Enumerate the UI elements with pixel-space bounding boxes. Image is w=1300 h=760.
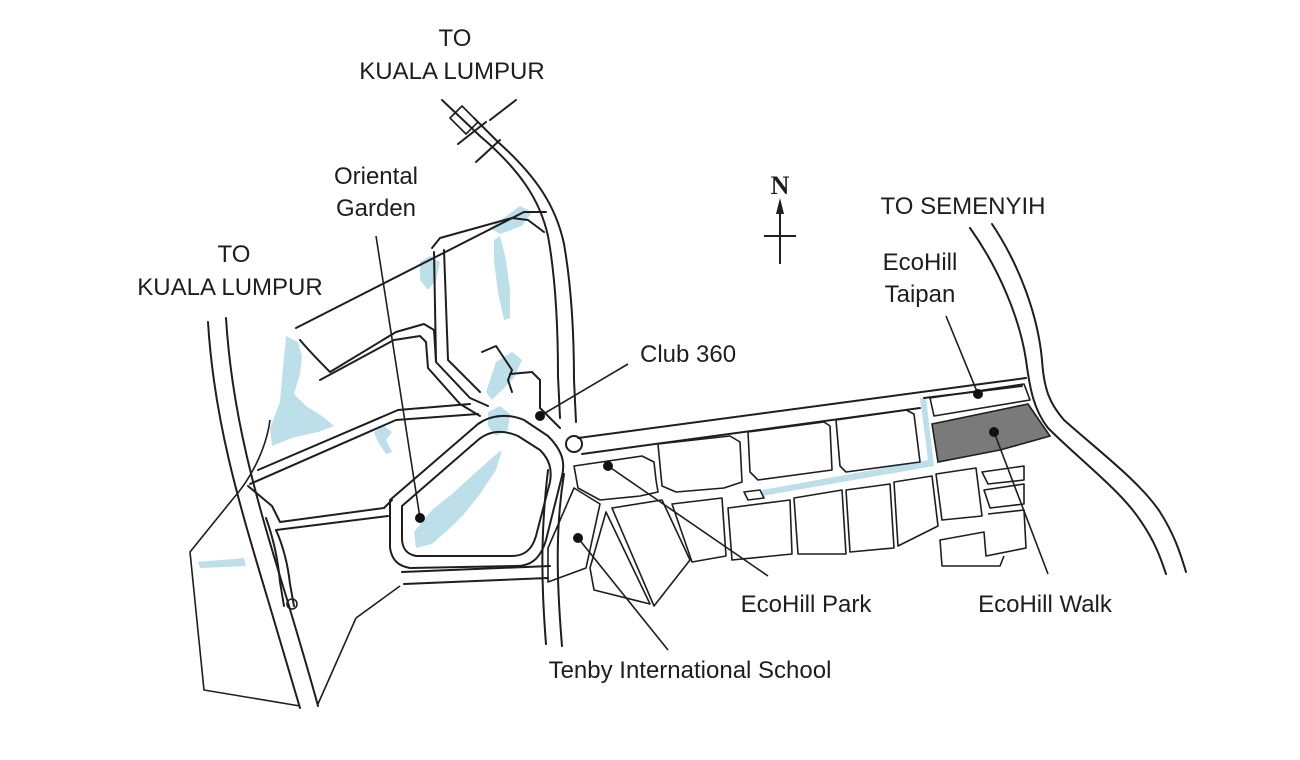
ecohill-walk-marker — [989, 427, 999, 437]
label-oriental-garden-line1: Oriental — [334, 163, 418, 190]
label-oriental-garden-line2: Garden — [336, 195, 416, 222]
road-network — [189, 99, 1187, 709]
pond-small — [374, 426, 392, 454]
label-tenby-school: Tenby International School — [549, 657, 832, 684]
direction-left-kl-line1: TO — [218, 241, 251, 268]
stream-north — [494, 236, 510, 320]
place-markers — [375, 235, 1049, 651]
lake-northwest — [420, 256, 440, 290]
north-arrow-icon — [776, 198, 784, 214]
map-labels: TO KUALA LUMPUR TO KUALA LUMPUR TO SEMEN… — [137, 25, 1113, 684]
direction-top-kl-line2: KUALA LUMPUR — [359, 58, 544, 85]
north-label: N — [771, 171, 790, 200]
ecohill-park-marker — [603, 461, 613, 471]
label-ecohill-park: EcoHill Park — [741, 591, 873, 618]
tenby-school-marker — [573, 533, 583, 543]
label-ecohill-walk: EcoHill Walk — [978, 591, 1113, 618]
direction-left-kl-line2: KUALA LUMPUR — [137, 274, 322, 301]
north-arrow: N — [764, 171, 796, 264]
lake-west — [270, 336, 334, 446]
direction-semenyih: TO SEMENYIH — [881, 193, 1046, 220]
ecohill-taipan-marker — [973, 389, 983, 399]
label-club-360: Club 360 — [640, 341, 736, 368]
lake-oriental-garden — [414, 450, 502, 548]
pond-southwest — [198, 558, 246, 568]
club-360-marker — [535, 411, 545, 421]
water-bodies — [198, 206, 934, 568]
lake-central — [486, 352, 522, 400]
oriental-garden-marker — [415, 513, 425, 523]
label-ecohill-taipan-line2: Taipan — [885, 281, 956, 308]
plot-blocks — [547, 383, 1031, 607]
label-ecohill-taipan-line1: EcoHill — [883, 249, 958, 276]
lake-club — [488, 406, 510, 436]
direction-top-kl-line1: TO — [439, 25, 472, 52]
canal-east — [762, 398, 934, 496]
